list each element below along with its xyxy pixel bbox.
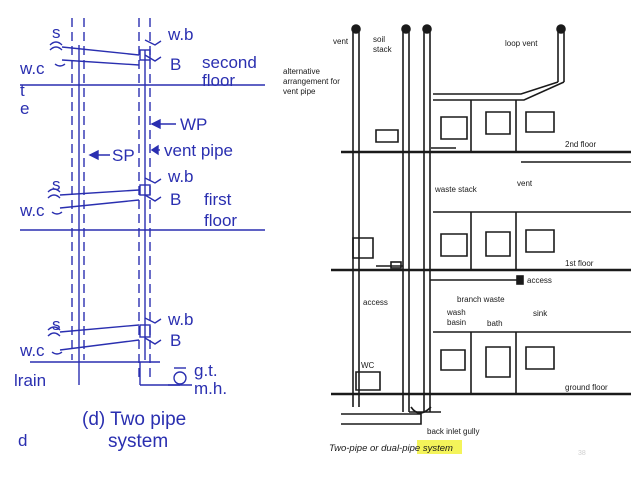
label-1st-floor: 1st floor (565, 259, 594, 268)
label-wc-second: w.c (19, 59, 45, 78)
label-waste-stack: waste stack (434, 185, 478, 194)
label-ground-floor: ground floor (565, 383, 608, 392)
label-stack: stack (373, 45, 393, 54)
label-alt-2: arrangement for (283, 77, 340, 86)
label-gt: g.t. (194, 361, 218, 380)
label-access-right: access (527, 276, 552, 285)
label-second: second (202, 53, 257, 72)
label-wb-ground: w.b (167, 310, 194, 329)
label-mh: m.h. (194, 379, 227, 398)
two-pipe-sketch: s w.b w.c B second floor t e WP SP vent … (14, 18, 265, 452)
label-first: first (204, 190, 232, 209)
page-number: 38 (578, 450, 586, 457)
right-caption: Two-pipe or dual-pipe system (329, 443, 453, 454)
label-alt-1: alternative (283, 67, 320, 76)
label-bath: bath (487, 319, 503, 328)
label-floor-second: floor (202, 71, 235, 90)
label-s-second: s (52, 23, 61, 42)
label-vent-pipe: vent pipe (164, 141, 233, 160)
caption-line1: (d) Two pipe (82, 409, 186, 430)
label-sink: sink (533, 309, 548, 318)
label-wc: WC (361, 361, 375, 370)
label-wb-first: w.b (167, 167, 194, 186)
label-2nd-floor: 2nd floor (565, 140, 596, 149)
label-gully: back inlet gully (427, 427, 479, 436)
label-s-ground: s (52, 315, 61, 334)
label-wash: wash (446, 308, 466, 317)
label-floor-first: floor (204, 211, 237, 230)
dual-pipe-diagram: vent soil stack alternative arrangement … (283, 24, 631, 454)
label-soil: soil (373, 35, 385, 44)
label-vent: vent (333, 37, 349, 46)
label-wp: WP (180, 115, 207, 134)
label-alt-3: vent pipe (283, 87, 316, 96)
label-partial-t: t (20, 81, 25, 100)
label-basin: basin (447, 318, 466, 327)
label-b-first: B (170, 190, 181, 209)
label-loop-vent: loop vent (505, 39, 538, 48)
label-wc-first: w.c (19, 201, 45, 220)
label-b-second: B (170, 55, 181, 74)
caption-line2: system (108, 431, 168, 452)
label-wb-second: w.b (167, 25, 194, 44)
caption-highlight (417, 440, 462, 454)
label-s-first: s (52, 175, 61, 194)
label-sp: SP (112, 146, 135, 165)
label-branch-waste: branch waste (457, 295, 505, 304)
label-access-left: access (363, 298, 388, 307)
label-partial-d: d (18, 431, 27, 450)
label-wc-ground: w.c (19, 341, 45, 360)
label-partial-e: e (20, 99, 29, 118)
label-vent-2: vent (517, 179, 533, 188)
label-drain: lrain (14, 371, 46, 390)
label-b-ground: B (170, 331, 181, 350)
